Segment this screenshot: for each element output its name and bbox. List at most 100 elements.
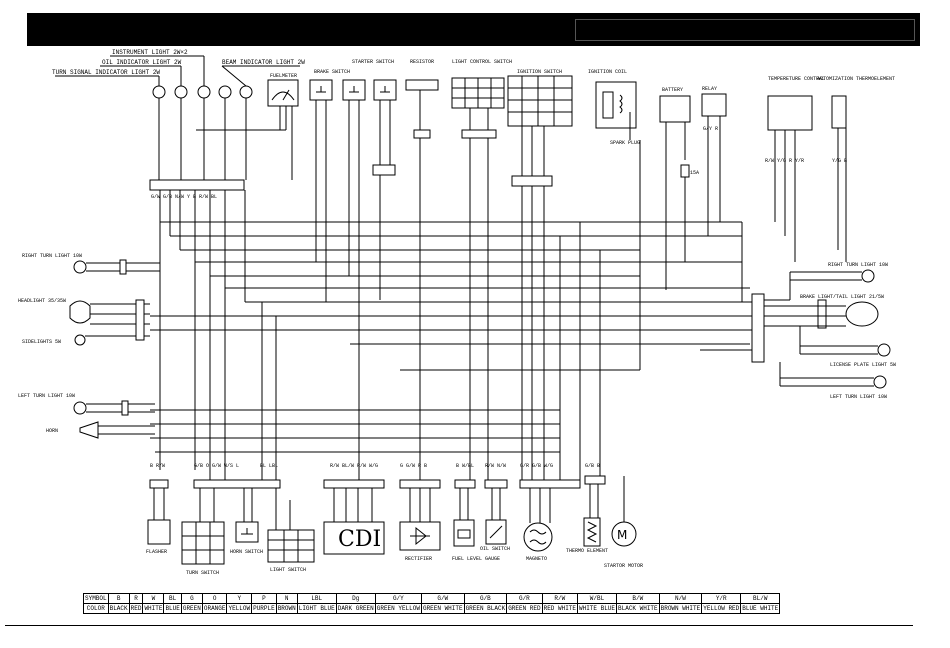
oil-wires: R/W N/W [485, 463, 506, 469]
rectifier-label: RECTIFIER [405, 556, 432, 562]
color-cell: BLUE WHITE [740, 603, 781, 614]
dash-wires: G/W G/B N/W Y B R/W BL [151, 194, 217, 200]
flasher-label: FLASHER [146, 549, 167, 555]
bottom-connectors [149, 475, 606, 489]
left-turn-front-label: LEFT TURN LIGHT 10W [18, 393, 75, 399]
temp-control-label: TEMPERETURE CONTRAL [768, 76, 825, 82]
cdi: CDI [323, 488, 385, 555]
symbol-cell: Y/R [701, 593, 742, 604]
fuelmeter-label: FUELMETER [270, 73, 297, 79]
ignition-coil: IGNITION COIL SPARK PLUG [588, 69, 640, 146]
color-cell: DARK GREEN [335, 603, 376, 614]
license-plate-label: LICENSE PLATE LIGHT 5W [830, 362, 896, 368]
symbol-cell: W/BL [576, 593, 618, 604]
symbol-cell: N [275, 593, 298, 604]
left-turn-rear-label: LEFT TURN LIGHT 10W [830, 394, 887, 400]
brake-tail-light: BRAKE LIGHT/TAIL LIGHT 21/5W [764, 294, 884, 329]
mag-wires: G/R G/B W/G [520, 463, 553, 469]
magneto: MAGNETO [523, 488, 553, 562]
color-cell: BROWN [275, 603, 298, 614]
ignition-switch: IGNITION SWITCH [507, 69, 573, 176]
turn-indicator-label: TURN SIGNAL INDICATOR LIGHT 2W [52, 69, 160, 76]
color-cell: BROWN WHITE [658, 603, 703, 614]
starter-switch-label: STARTER SWITCH [352, 59, 394, 65]
light-control-switch-label: LIGHT CONTROL SWITCH [452, 59, 512, 65]
symbol-cell: Y [226, 593, 253, 604]
title-bar-inset [575, 19, 915, 41]
rear-left-turn-light: LEFT TURN LIGHT 10W [779, 362, 887, 400]
color-cell: GREEN BLACK [463, 603, 508, 614]
title-bar [27, 13, 920, 46]
thermo-element-label: THERMO ELEMENT [566, 548, 608, 554]
spark-plug-label: SPARK PLUG [610, 140, 640, 146]
symbol-cell: G/W [420, 593, 465, 604]
relay-wires: G/Y R [703, 126, 718, 132]
harness-wires [150, 138, 847, 480]
fuel-wires: B W/BL [456, 463, 474, 469]
fuelmeter: FUELMETER [267, 73, 299, 180]
fuel-gauge-label: FUEL LEVEL GAUGE [452, 556, 500, 562]
ignition-connector [511, 175, 553, 187]
color-cell: YELLOW RED [701, 603, 742, 614]
symbol-header: SYMBOL [83, 593, 109, 604]
rear-right-turn-light: RIGHT TURN LIGHT 10W [764, 262, 888, 301]
turn-wires: G/B O G/W W/S L [194, 463, 239, 469]
thermo-element: THERMO ELEMENT [566, 484, 608, 554]
color-cell: RED WHITE [541, 603, 579, 614]
oil-indicator-label: OIL INDICATOR LIGHT 2W [102, 59, 182, 66]
symbol-cell: G/R [506, 593, 543, 604]
atomization-label: ACTOMIZATION THERMOELEMENT [817, 76, 895, 82]
color-cell: GREEN YELLOW [374, 603, 422, 614]
brake-switches: BRAKE SWITCH [309, 69, 366, 150]
starter-motor-label: STARTOR MOTOR [604, 563, 643, 569]
license-plate-light: LICENSE PLATE LIGHT 5W [799, 326, 896, 368]
starter-motor: M STARTOR MOTOR [604, 476, 643, 569]
motor-m-label: M [617, 528, 627, 542]
symbol-cell: N/W [658, 593, 703, 604]
color-cell: WHITE [142, 603, 165, 614]
light-switch: LIGHT SWITCH [267, 488, 315, 573]
resistor: RESISTOR [405, 59, 439, 139]
brake-switch-label: BRAKE SWITCH [314, 69, 350, 75]
color-cell: GREEN RED [506, 603, 543, 614]
symbol-cell: P [251, 593, 277, 604]
dash-connector [149, 179, 245, 191]
relay: RELAY G/Y R [701, 86, 727, 185]
color-cell: BLACK [107, 603, 130, 614]
symbol-cell: R [128, 593, 144, 604]
color-cell: YELLOW [226, 603, 253, 614]
symbol-cell: G/B [463, 593, 508, 604]
symbol-cell: R/W [541, 593, 579, 604]
battery: BATTERY 15A [659, 87, 699, 178]
headlight-label: HEADLIGHT 35/35W [18, 298, 66, 304]
symbol-cell: W [142, 593, 165, 604]
symbol-cell: BL/W [740, 593, 781, 604]
rear-connector [751, 293, 765, 363]
horn-label: HORN [46, 428, 58, 434]
instrument-light-label: INSTRUMENT LIGHT 2W×2 [112, 49, 188, 56]
ignition-switch-label: IGNITION SWITCH [517, 69, 562, 75]
starter-switch: STARTER SWITCH [352, 59, 397, 176]
sidelights-label: SIDELIGHTS 5W [22, 339, 61, 345]
fuse-label: 15A [690, 170, 699, 176]
resistor-label: RESISTOR [410, 59, 434, 65]
color-cell: GREEN WHITE [420, 603, 465, 614]
rect-wires: G G/W R B [400, 463, 427, 469]
front-right-turn-light: RIGHT TURN LIGHT 10W [22, 253, 160, 275]
symbol-cell: Dg [335, 593, 376, 604]
symbol-cell: G/Y [374, 593, 422, 604]
color-cell: BLACK WHITE [616, 603, 660, 614]
oil-switch-label: OIL SWITCH [480, 546, 510, 552]
atom-wires: Y/G B [832, 158, 847, 164]
ignition-coil-label: IGNITION COIL [588, 69, 627, 75]
right-turn-front-label: RIGHT TURN LIGHT 10W [22, 253, 82, 259]
bottom-rule [5, 625, 913, 626]
horn-switch: HORN SWITCH [230, 488, 263, 555]
headlight: HEADLIGHT 35/35W SIDELIGHTS 5W [18, 298, 150, 346]
cdi-label: CDI [338, 527, 381, 552]
color-header: COLOR [83, 603, 109, 614]
rectifier: RECTIFIER [399, 488, 441, 562]
